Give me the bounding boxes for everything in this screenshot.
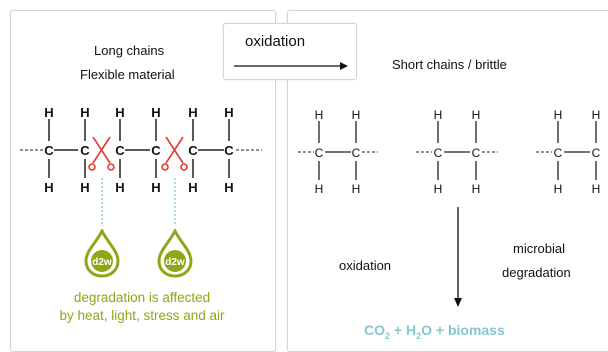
dotted-connector — [101, 178, 176, 225]
short-chain-molecules: H H C C H H H H C C H H H H C C H H — [298, 108, 601, 196]
plus-h-text: + H — [390, 322, 417, 338]
c-atom: C — [352, 146, 361, 160]
h-atom: H — [352, 108, 361, 122]
d2w-logo-text: d2w — [165, 257, 185, 268]
oxidation-label: oxidation — [339, 258, 392, 273]
c-atom: C — [592, 146, 601, 160]
h-atom: H — [80, 180, 89, 195]
h-atom: H — [315, 108, 324, 122]
products-formula: CO2 + H2O + biomass — [364, 322, 505, 341]
subscript-2: 2 — [416, 330, 422, 341]
c-atom: C — [224, 143, 234, 158]
left-title-line1: Long chains — [94, 43, 165, 58]
co-text: CO — [364, 322, 385, 338]
h-atom: H — [554, 108, 563, 122]
arrow-right-icon — [234, 62, 348, 70]
h-atom: H — [434, 182, 443, 196]
h-atom: H — [188, 105, 197, 120]
caption-line1: degradation is affected — [73, 290, 211, 305]
h-atom: H — [44, 180, 53, 195]
h-atom: H — [352, 182, 361, 196]
h-atom: H — [592, 108, 601, 122]
c-atom: C — [188, 143, 198, 158]
h-atom: H — [472, 108, 481, 122]
d2w-logo-icon: d2w — [84, 229, 120, 278]
microbial-line1: microbial — [513, 241, 566, 256]
h-atom: H — [592, 182, 601, 196]
c-atom: C — [80, 143, 90, 158]
oxidation-arrow-box — [223, 23, 357, 80]
microbial-line2: degradation — [502, 265, 571, 280]
scissors-icon — [88, 136, 115, 171]
scissors-icon — [161, 136, 188, 171]
c-atom: C — [115, 143, 125, 158]
h-atom: H — [115, 180, 124, 195]
h-atom: H — [44, 105, 53, 120]
d2w-logo-text: d2w — [92, 257, 112, 268]
left-title-line2: Flexible material — [80, 67, 175, 82]
h-atom: H — [80, 105, 89, 120]
right-title: Short chains / brittle — [392, 57, 507, 72]
h-atom: H — [472, 182, 481, 196]
c-atom: C — [315, 146, 324, 160]
long-chain-molecule: H H H H H H C C C C C C H H H H H H — [20, 105, 262, 225]
subscript-2: 2 — [385, 330, 391, 341]
c-atom: C — [472, 146, 481, 160]
h-atom: H — [434, 108, 443, 122]
plus-biomass-text: + biomass — [432, 322, 505, 338]
h-atom: H — [188, 180, 197, 195]
h-atom: H — [224, 105, 233, 120]
d2w-logo-icon: d2w — [157, 229, 193, 278]
arrow-down-icon — [454, 207, 462, 307]
oxidation-arrow-label: oxidation — [245, 33, 306, 50]
c-atom: C — [44, 143, 54, 158]
c-atom: C — [434, 146, 443, 160]
h-atom: H — [151, 180, 160, 195]
vertical-bonds — [48, 119, 230, 178]
h-atom: H — [315, 182, 324, 196]
c-atom: C — [554, 146, 563, 160]
caption-line2: by heat, light, stress and air — [59, 308, 225, 323]
h-atom: H — [224, 180, 233, 195]
o-text: O — [421, 322, 432, 338]
h-atom: H — [151, 105, 160, 120]
c-atom: C — [151, 143, 161, 158]
h-atom: H — [554, 182, 563, 196]
h-atom: H — [115, 105, 124, 120]
